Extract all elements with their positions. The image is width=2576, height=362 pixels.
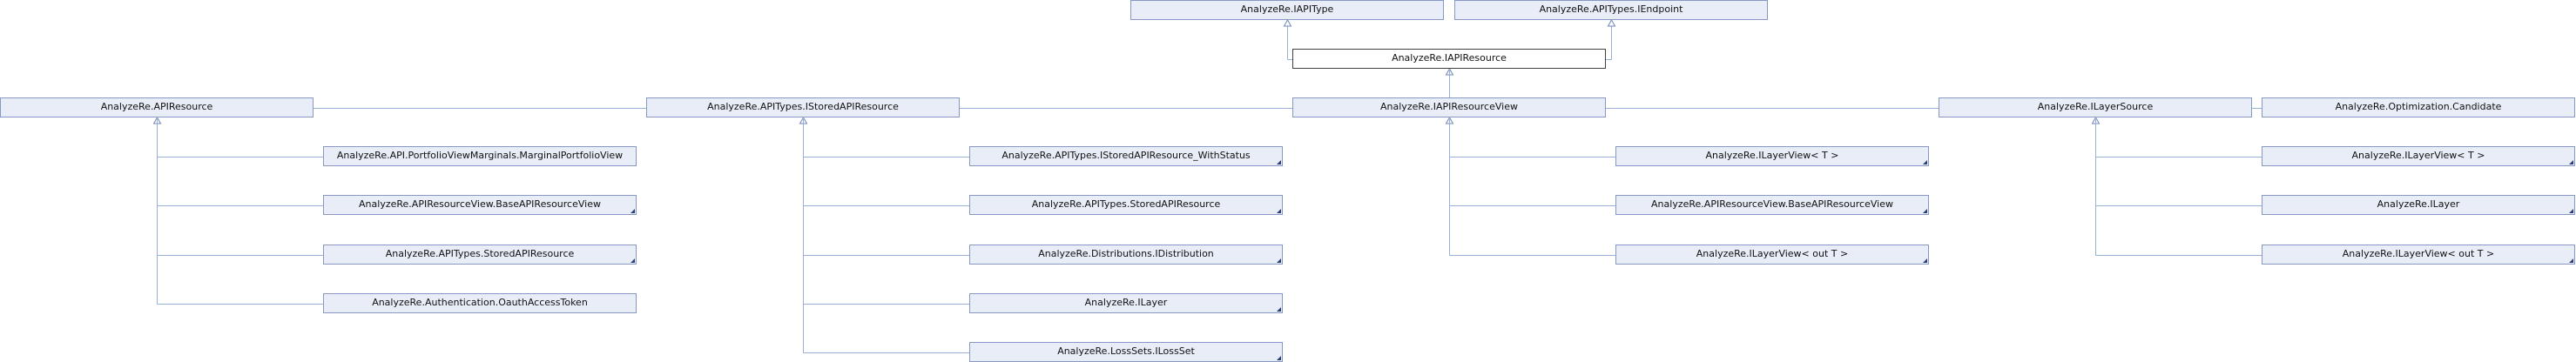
node-optimization-candidate[interactable]: AnalyzeRe.Optimization.Candidate bbox=[2262, 97, 2575, 117]
node-ilayersource[interactable]: AnalyzeRe.ILayerSource bbox=[1939, 97, 2252, 117]
inheritance-arrowhead bbox=[1607, 18, 1616, 27]
node-ilayerview-t[interactable]: AnalyzeRe.ILayerView< T > bbox=[1615, 146, 1929, 166]
node-baseapiresourceview[interactable]: AnalyzeRe.APIResourceView.BaseAPIResourc… bbox=[323, 195, 637, 215]
node-ilayer[interactable]: AnalyzeRe.ILayer bbox=[2262, 195, 2575, 215]
node-baseapiresourceview[interactable]: AnalyzeRe.APIResourceView.BaseAPIResourc… bbox=[1615, 195, 1929, 215]
node-ilayerview-out-t[interactable]: AnalyzeRe.ILayerView< out T > bbox=[1615, 245, 1929, 265]
node-iendpoint[interactable]: AnalyzeRe.APITypes.IEndpoint bbox=[1454, 0, 1768, 20]
node-iapiresource[interactable]: AnalyzeRe.IAPIResource bbox=[1292, 49, 1606, 69]
node-ilayer[interactable]: AnalyzeRe.ILayer bbox=[969, 293, 1283, 313]
node-idistribution[interactable]: AnalyzeRe.Distributions.IDistribution bbox=[969, 245, 1283, 265]
node-istoredapiresource-withstatus[interactable]: AnalyzeRe.APITypes.IStoredAPIResource_Wi… bbox=[969, 146, 1283, 166]
node-ilossset[interactable]: AnalyzeRe.LossSets.ILossSet bbox=[969, 342, 1283, 362]
node-iapitype[interactable]: AnalyzeRe.IAPIType bbox=[1130, 0, 1444, 20]
node-marginalportfolioview[interactable]: AnalyzeRe.API.PortfolioViewMarginals.Mar… bbox=[323, 146, 637, 166]
node-storedapiresource[interactable]: AnalyzeRe.APITypes.StoredAPIResource bbox=[323, 245, 637, 265]
node-storedapiresource[interactable]: AnalyzeRe.APITypes.StoredAPIResource bbox=[969, 195, 1283, 215]
node-ilayerview-out-t[interactable]: AnalyzeRe.ILayerView< out T > bbox=[2262, 245, 2575, 265]
node-istoredapiresource[interactable]: AnalyzeRe.APITypes.IStoredAPIResource bbox=[646, 97, 960, 117]
inheritance-arrowhead bbox=[1283, 18, 1292, 27]
node-oauthaccesstoken[interactable]: AnalyzeRe.Authentication.OauthAccessToke… bbox=[323, 293, 637, 313]
node-iapiresourceview[interactable]: AnalyzeRe.IAPIResourceView bbox=[1292, 97, 1606, 117]
node-apiresource[interactable]: AnalyzeRe.APIResource bbox=[0, 97, 314, 117]
node-ilayerview-t[interactable]: AnalyzeRe.ILayerView< T > bbox=[2262, 146, 2575, 166]
